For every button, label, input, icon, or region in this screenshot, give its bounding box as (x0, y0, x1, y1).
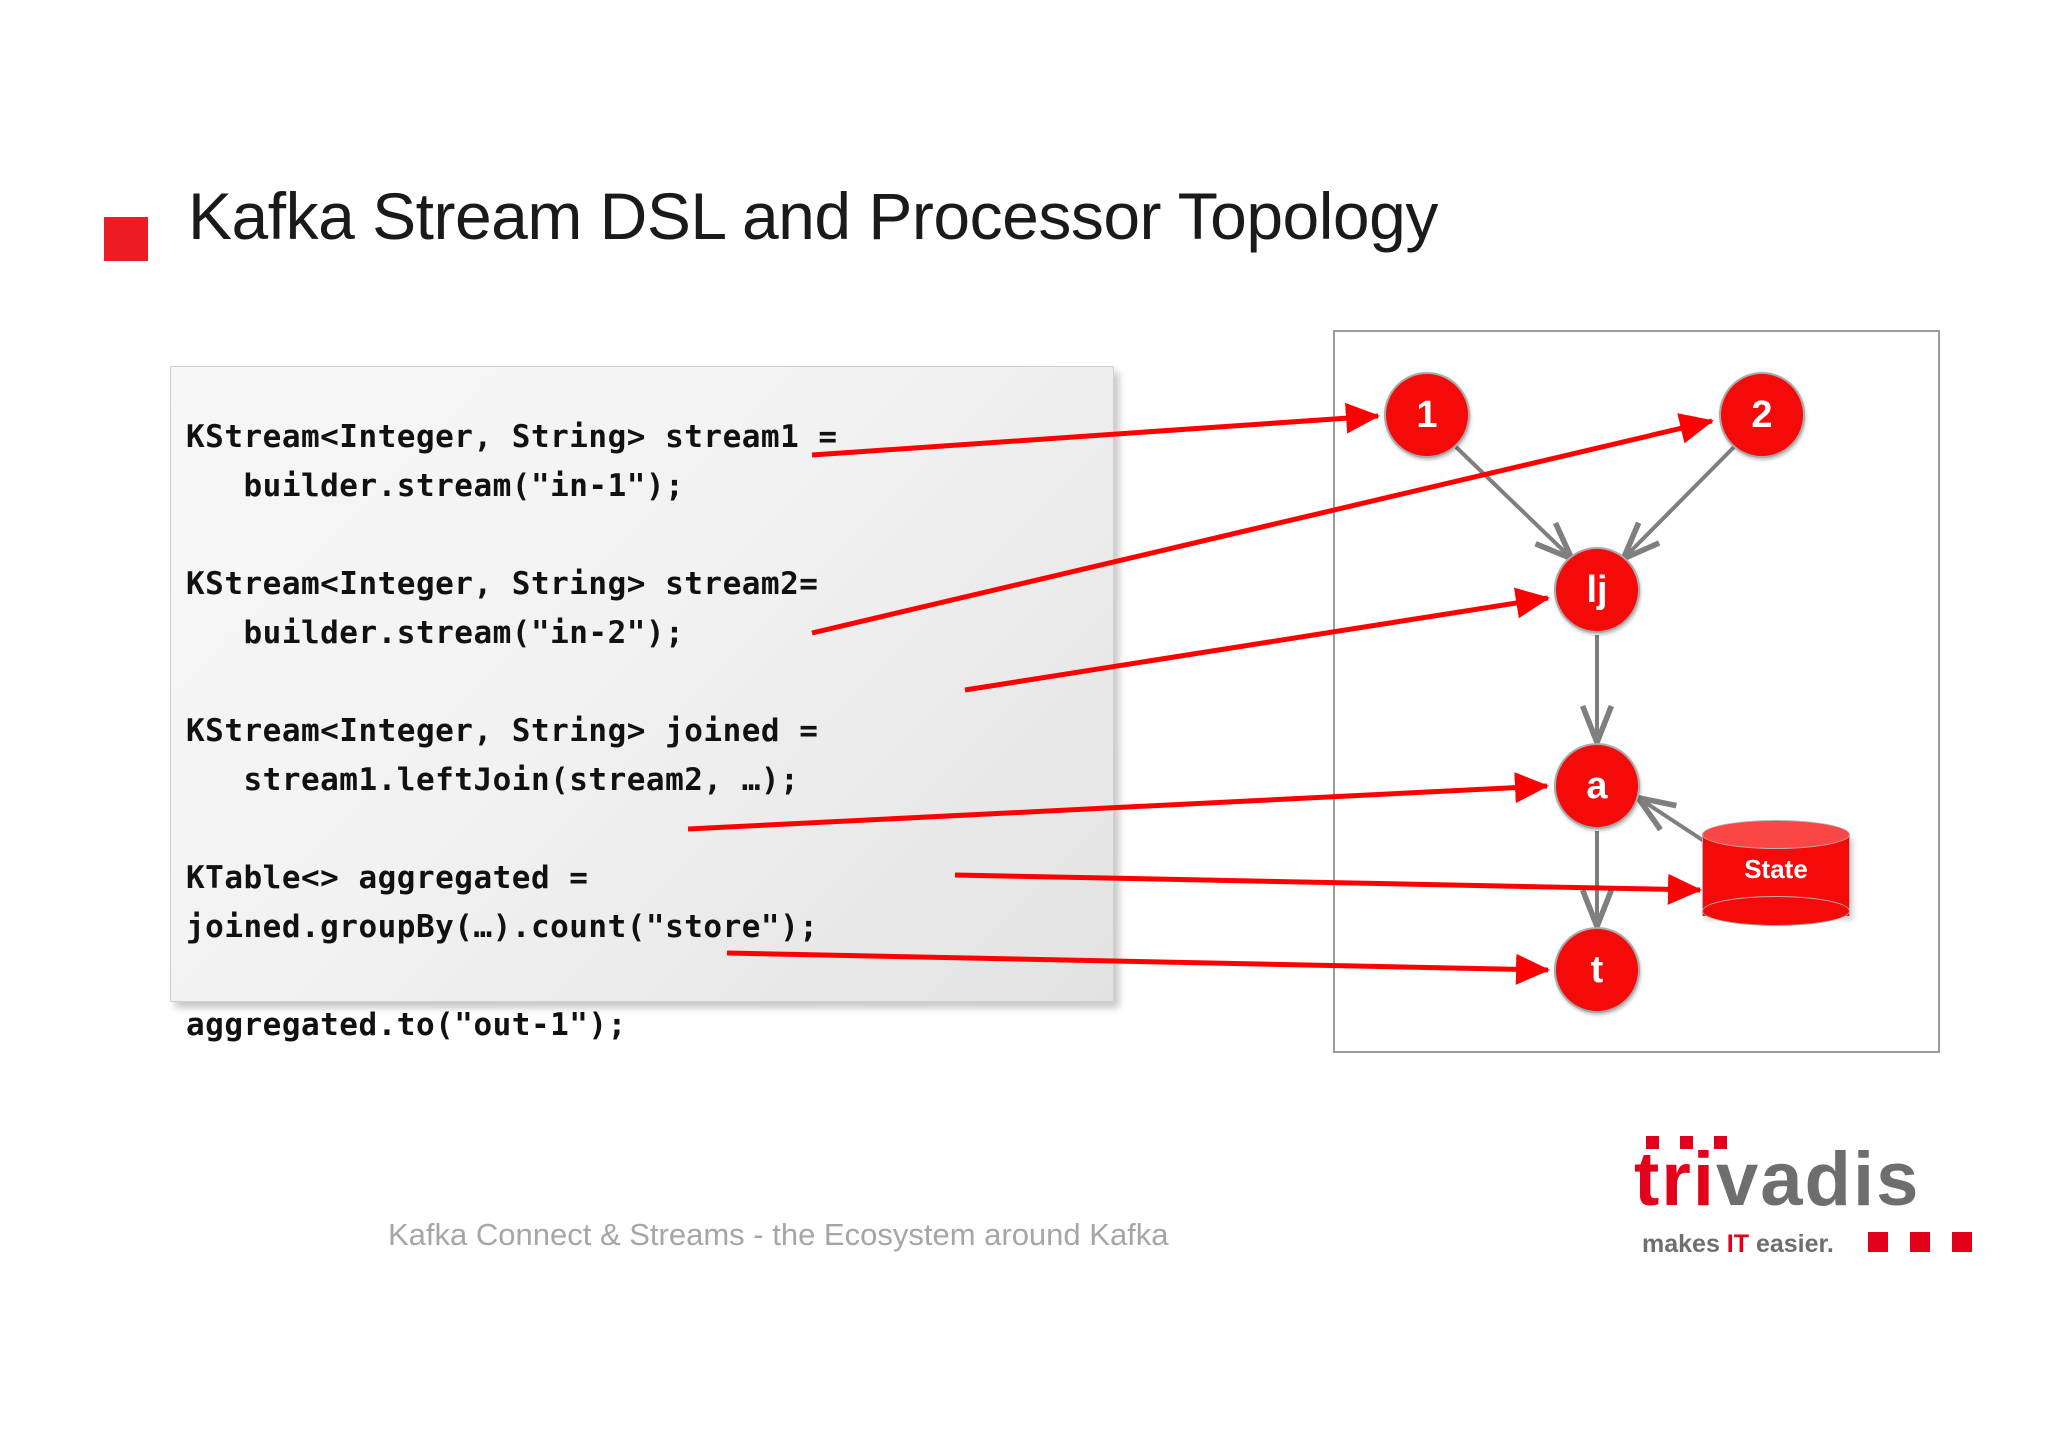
trivadis-logo: trivadis makes IT easier. (1634, 1136, 1964, 1262)
topology-node-state-store-label: State (1744, 854, 1808, 884)
topology-node-aggregate-label: a (1586, 764, 1608, 807)
logo-square-1-icon (1868, 1232, 1888, 1252)
logo-wordmark-part2: vadis (1716, 1137, 1921, 1222)
logo-dot-i-icon (1714, 1136, 1727, 1149)
logo-square-3-icon (1952, 1232, 1972, 1252)
logo-wordmark: trivadis (1634, 1142, 1920, 1218)
logo-wordmark-part1: tri (1634, 1137, 1716, 1222)
cylinder-bottom-icon (1702, 896, 1850, 926)
title-bullet-icon (104, 217, 148, 261)
logo-dot-t-icon (1646, 1136, 1659, 1149)
topology-node-state-store[interactable]: State (1702, 820, 1850, 928)
topology-node-leftjoin-label: lj (1586, 568, 1608, 611)
logo-dot-r-icon (1680, 1136, 1693, 1149)
topology-node-sink[interactable]: t (1554, 927, 1640, 1013)
cylinder-top-icon (1702, 820, 1850, 849)
topology-node-source1[interactable]: 1 (1384, 372, 1470, 458)
logo-tagline-accent: IT (1726, 1230, 1750, 1258)
page-title: Kafka Stream DSL and Processor Topology (188, 179, 1438, 253)
logo-tagline-before: makes (1642, 1230, 1727, 1258)
footer-text: Kafka Connect & Streams - the Ecosystem … (388, 1217, 1169, 1252)
topology-node-leftjoin[interactable]: lj (1554, 547, 1640, 633)
code-snippet: KStream<Integer, String> stream1 = build… (186, 419, 838, 1043)
logo-tagline: makes IT easier. (1642, 1230, 1834, 1259)
logo-square-2-icon (1910, 1232, 1930, 1252)
topology-node-source1-label: 1 (1416, 393, 1438, 436)
topology-node-sink-label: t (1590, 948, 1604, 991)
topology-node-aggregate[interactable]: a (1554, 743, 1640, 829)
topology-node-source2[interactable]: 2 (1719, 372, 1805, 458)
logo-tagline-after: easier. (1749, 1230, 1834, 1258)
topology-node-source2-label: 2 (1751, 393, 1773, 436)
